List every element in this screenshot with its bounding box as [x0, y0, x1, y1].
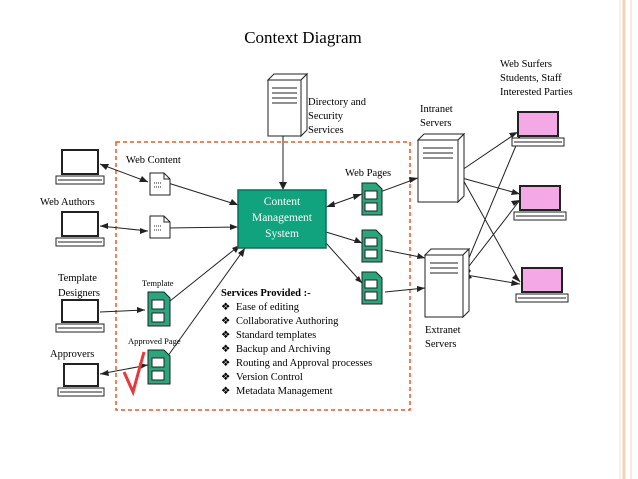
extranet-label: Extranet Servers: [425, 325, 461, 350]
intranet-label-line: Servers: [420, 118, 452, 129]
web-page-icon: [361, 182, 383, 216]
approved-page-icon: [147, 349, 171, 385]
cms-label-line: System: [265, 228, 299, 240]
web-surfers-label-line: Web Surfers: [500, 59, 552, 70]
arrowheads: [100, 132, 520, 376]
service-item: Standard templates: [236, 330, 316, 341]
service-item: Metadata Management: [236, 386, 333, 397]
directory-label-line: Services: [308, 125, 344, 136]
author-computer-icon: [55, 149, 105, 185]
surfer-computer-icon: [511, 111, 565, 147]
directory-label-line: Security: [308, 111, 344, 122]
web-surfers-label: Web Surfers Students, Staff Interested P…: [500, 59, 573, 98]
template-page-icon: [147, 291, 171, 327]
approver-computer-icon: [57, 363, 105, 397]
service-bullet-icon: ❖: [221, 386, 230, 397]
slide-border: [619, 0, 632, 479]
cms-label-line: Content: [264, 196, 301, 208]
extranet-label-line: Servers: [425, 339, 457, 350]
service-bullet-icon: ❖: [221, 372, 230, 383]
template-designers-label: Template Designers: [58, 273, 100, 299]
diagram-title: Context Diagram: [244, 28, 362, 47]
service-bullet-icon: ❖: [221, 302, 230, 313]
template-designers-label-line: Template: [58, 273, 97, 284]
service-bullet-icon: ❖: [221, 344, 230, 355]
extranet-server-icon: [423, 247, 471, 319]
surfer-computer-icon: [513, 185, 567, 221]
service-item: Collaborative Authoring: [236, 316, 339, 327]
web-page-icon: [361, 271, 383, 305]
service-item: Routing and Approval processes: [236, 358, 372, 369]
intranet-label: Intranet Servers: [420, 104, 453, 129]
service-bullet-icon: ❖: [221, 316, 230, 327]
approved-page-label: Approved Page: [128, 336, 181, 346]
intranet-server-icon: [416, 132, 466, 204]
template-designers-label-line: Designers: [58, 288, 100, 299]
directory-label-line: Directory and: [308, 97, 367, 108]
designer-computer-icon: [55, 299, 105, 333]
web-content-page-icon: [149, 215, 171, 239]
system-boundary: [115, 141, 411, 411]
approvers-label: Approvers: [50, 349, 94, 360]
approval-checkmark-icon: [122, 351, 146, 397]
service-item: Backup and Archiving: [236, 344, 331, 355]
service-item: Version Control: [236, 372, 303, 383]
cms-box: Content Management System: [237, 189, 327, 249]
web-surfers-label-line: Students, Staff: [500, 73, 562, 84]
services-bullets: ❖ Ease of editing ❖ Collaborative Author…: [221, 302, 372, 397]
services-list: Services Provided :- ❖ Ease of editing ❖…: [221, 288, 372, 397]
surfer-computer-icon: [515, 267, 569, 303]
web-content-label: Web Content: [126, 155, 181, 166]
directory-server-icon: [266, 72, 309, 138]
extranet-label-line: Extranet: [425, 325, 461, 336]
service-bullet-icon: ❖: [221, 358, 230, 369]
template-label: Template: [142, 278, 174, 288]
web-surfers-label-line: Interested Parties: [500, 87, 573, 98]
web-content-page-icon: [149, 172, 171, 196]
service-bullet-icon: ❖: [221, 330, 230, 341]
directory-label: Directory and Security Services: [308, 97, 367, 136]
services-heading: Services Provided :-: [221, 288, 311, 299]
web-pages-label: Web Pages: [345, 168, 391, 179]
service-item: Ease of editing: [236, 302, 300, 313]
cms-label-line: Management: [252, 212, 313, 224]
intranet-label-line: Intranet: [420, 104, 453, 115]
web-authors-label: Web Authors: [40, 197, 95, 208]
web-page-icon: [361, 229, 383, 263]
author-computer-icon: [55, 211, 105, 247]
